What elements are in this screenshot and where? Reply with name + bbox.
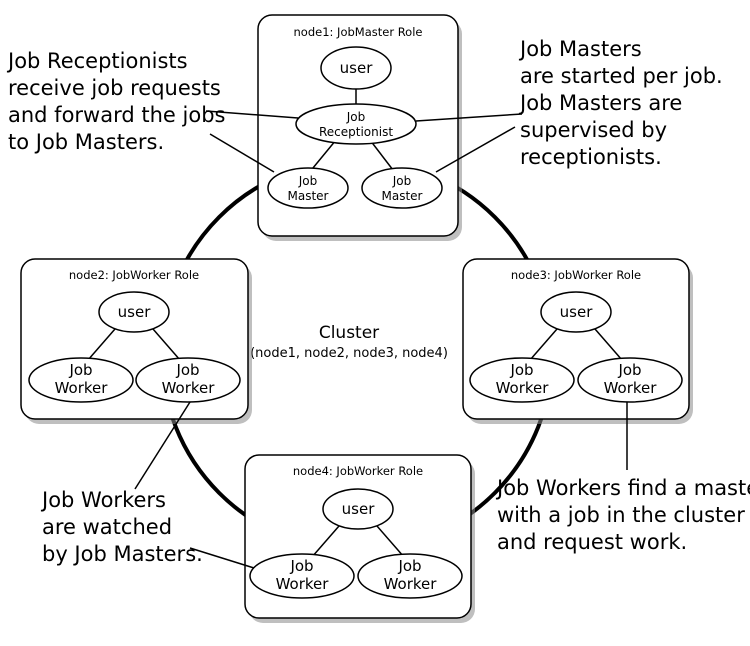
leader-receptionist (205, 110, 299, 119)
node2-worker-left (28, 357, 134, 403)
node3-user (540, 291, 612, 333)
node1-receptionist-line1: Job (346, 110, 366, 124)
node1-job-master-right (361, 167, 443, 209)
leader-workers-watched (134, 401, 191, 490)
node1-user-label: user (340, 59, 374, 77)
node3-worker-left (469, 357, 575, 403)
svg-text:to Job Masters.: to Job Masters. (8, 130, 164, 154)
node2-worker-left-line2: Worker (55, 379, 109, 397)
node2-box: node2: JobWorker Role user Job Worker Jo… (20, 258, 252, 424)
node3-role-label: node3: JobWorker Role (511, 268, 641, 282)
svg-text:Job Masters are: Job Masters are (518, 91, 682, 115)
node1-master-right-line1: Job (392, 174, 412, 188)
node4-worker-right (357, 553, 463, 599)
svg-text:Job Receptionists: Job Receptionists (6, 49, 188, 73)
node1-role-label: node1: JobMaster Role (294, 25, 423, 39)
node1-box: node1: JobMaster Role user Job Reception… (257, 14, 462, 241)
node4-user-label: user (342, 500, 376, 518)
leader-masters-to-master (435, 126, 516, 173)
node3-worker-left-line2: Worker (496, 379, 550, 397)
node1-master-left-line2: Master (288, 189, 329, 203)
node4-worker-left-line2: Worker (276, 575, 330, 593)
node2-worker-right (135, 357, 241, 403)
cluster-members: (node1, node2, node3, node4) (250, 346, 448, 361)
node1-job-receptionist (295, 103, 417, 145)
svg-text:supervised by: supervised by (520, 118, 667, 142)
svg-text:are started per job.: are started per job. (520, 64, 723, 88)
svg-text:and request work.: and request work. (497, 530, 687, 554)
node3-box: node3: JobWorker Role user Job Worker Jo… (462, 258, 693, 424)
leader-workers-watched-node4 (189, 547, 255, 569)
node1-job-master-left (267, 167, 349, 209)
svg-text:Job Workers: Job Workers (40, 488, 166, 512)
node3-worker-right-line2: Worker (604, 379, 658, 397)
svg-text:Job Workers find a master: Job Workers find a master (495, 476, 750, 500)
svg-text:and forward the jobs: and forward the jobs (8, 103, 225, 127)
node3-worker-left-line1: Job (509, 361, 533, 379)
svg-text:by Job Masters.: by Job Masters. (42, 542, 203, 566)
callout-receptionists: Job Receptionists receive job requests a… (6, 49, 225, 154)
node1-receptionist-line2: Receptionist (319, 125, 393, 139)
node1-master-left-line1: Job (298, 174, 318, 188)
node3-user-label: user (560, 303, 594, 321)
leader-masters (415, 113, 523, 122)
node3-worker-right-line1: Job (617, 361, 641, 379)
node1-master-right-line2: Master (382, 189, 423, 203)
svg-text:with a job in the cluster: with a job in the cluster (497, 503, 745, 527)
node2-user-label: user (118, 303, 152, 321)
callout-masters: Job Masters are started per job. Job Mas… (518, 37, 723, 169)
node2-worker-right-line1: Job (175, 361, 199, 379)
node2-worker-left-line1: Job (68, 361, 92, 379)
node2-worker-right-line2: Worker (162, 379, 216, 397)
node1-user (320, 46, 392, 90)
node4-worker-left (249, 553, 355, 599)
node4-worker-right-line2: Worker (384, 575, 438, 593)
node4-worker-right-line1: Job (397, 557, 421, 575)
node4-role-label: node4: JobWorker Role (293, 464, 423, 478)
node3-worker-right (577, 357, 683, 403)
svg-text:receive job requests: receive job requests (8, 76, 221, 100)
node4-worker-left-line1: Job (289, 557, 313, 575)
node4-user (322, 488, 394, 530)
node4-box: node4: JobWorker Role user Job Worker Jo… (244, 454, 475, 623)
node2-role-label: node2: JobWorker Role (69, 268, 199, 282)
svg-text:receptionists.: receptionists. (520, 145, 662, 169)
svg-text:Job Masters: Job Masters (518, 37, 642, 61)
callout-workers-find: Job Workers find a master with a job in … (495, 476, 750, 554)
leader-receptionist-to-master (209, 133, 275, 173)
svg-text:are watched: are watched (42, 515, 172, 539)
cluster-title: Cluster (319, 323, 379, 343)
node2-user (98, 291, 170, 333)
callout-workers-watched: Job Workers are watched by Job Masters. (40, 488, 203, 566)
